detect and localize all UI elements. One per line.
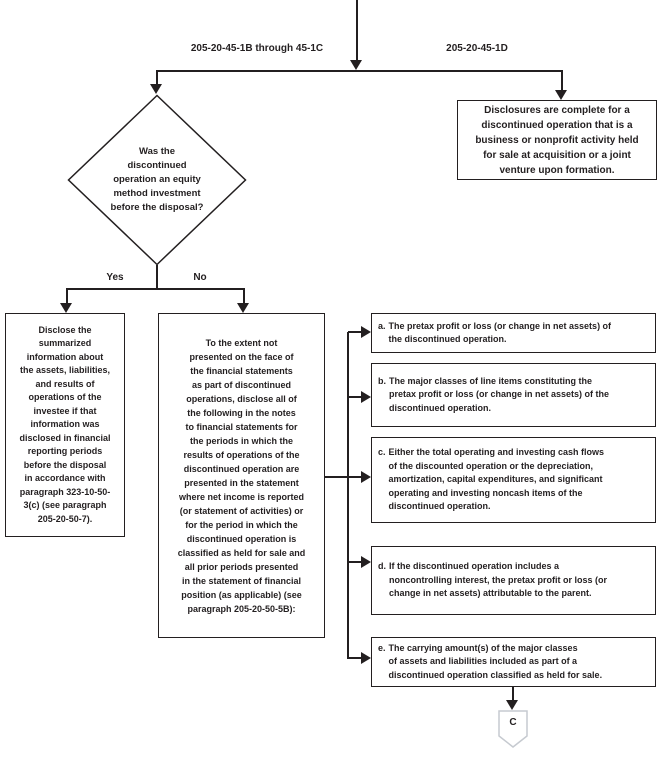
item-letter: d. [378, 561, 386, 572]
flow-line-to-connector [512, 687, 514, 701]
disclosure-item-e-box: e. The carrying amount(s) of the major c… [371, 637, 656, 687]
yes-branch-label: Yes [106, 272, 124, 283]
item-text: The pretax profit or loss (or change in … [388, 320, 612, 345]
branch-line-a [348, 331, 362, 333]
yes-flow-line [66, 288, 68, 304]
complete-disclosures-box: Disclosures are complete for a discontin… [457, 100, 657, 180]
arrowhead-down-icon [237, 303, 249, 313]
decision-exit-line [156, 265, 158, 288]
item-text: Either the total operating and investing… [388, 447, 605, 512]
arrowhead-right-icon [361, 470, 371, 483]
flow-line-to-complete-box [561, 70, 563, 91]
arrowhead-right-icon [361, 325, 371, 338]
arrowhead-down-icon [150, 84, 162, 94]
arrowhead-right-icon [361, 555, 371, 568]
item-letter: c. [378, 447, 386, 458]
disclosure-item-b-box: b. The major classes of line items const… [371, 363, 656, 427]
branch-label-45-1b: 205-20-45-1B through 45-1C [190, 43, 324, 54]
arrowhead-down-icon [350, 60, 362, 70]
item-text: The carrying amount(s) of the major clas… [388, 642, 603, 680]
branch-line-d [348, 561, 362, 563]
item-letter: e. [378, 642, 386, 653]
arrowhead-down-icon [555, 90, 567, 100]
arrowhead-right-icon [361, 390, 371, 403]
entry-flow-line [356, 0, 358, 61]
flow-line-to-decision [156, 70, 158, 85]
item-letter: b. [378, 375, 386, 386]
yes-outcome-box: Disclose the summarized information abou… [5, 313, 125, 537]
branch-line-c [348, 476, 362, 478]
no-flow-line [243, 288, 245, 304]
decision-diamond: Was the discontinued operation an equity… [67, 94, 247, 266]
branch-line-b [348, 396, 362, 398]
outcome-to-spine-line [325, 476, 348, 478]
disclosure-item-a-box: a. The pretax profit or loss (or change … [371, 313, 656, 353]
disclosure-item-d-box: d. If the discontinued operation include… [371, 546, 656, 615]
branch-line-e [348, 657, 362, 659]
arrowhead-right-icon [361, 651, 371, 664]
no-branch-label: No [193, 272, 207, 283]
branch-label-45-1d: 205-20-45-1D [446, 43, 508, 54]
decision-question: Was the discontinued operation an equity… [110, 146, 204, 213]
item-letter: a. [378, 320, 386, 331]
items-spine-line [347, 331, 349, 659]
item-text: If the discontinued operation includes a… [389, 561, 608, 599]
diamond-shape [67, 94, 247, 266]
offpage-connector-c: C [498, 710, 528, 748]
offpage-connector-label: C [509, 717, 517, 728]
offpage-connector-shape [498, 710, 528, 748]
item-text: The major classes of line items constitu… [389, 375, 610, 413]
branch-split-line [157, 70, 563, 72]
yes-no-split-line [67, 288, 245, 290]
disclosure-item-c-box: c. Either the total operating and invest… [371, 437, 656, 523]
arrowhead-down-icon [60, 303, 72, 313]
no-outcome-box: To the extent not presented on the face … [158, 313, 325, 638]
arrowhead-down-icon [506, 700, 518, 710]
